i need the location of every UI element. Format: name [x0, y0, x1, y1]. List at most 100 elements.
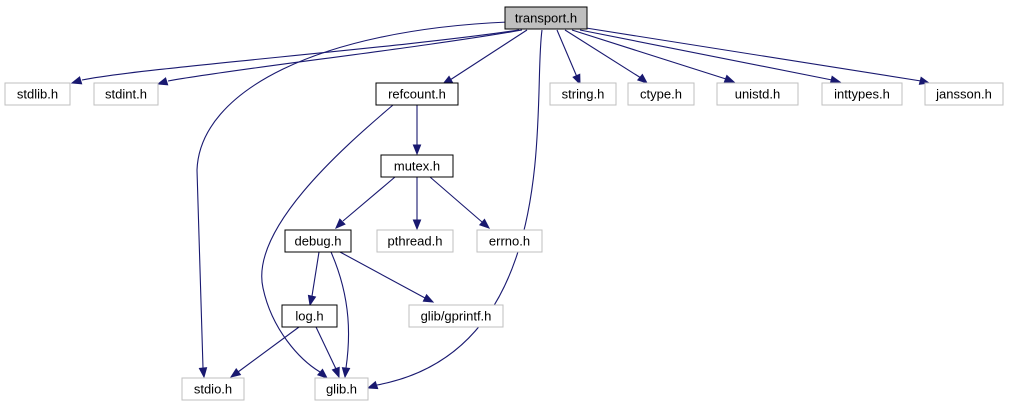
node-label: stdint.h — [105, 87, 147, 102]
node-mutex[interactable]: mutex.h — [380, 154, 454, 178]
node-label: unistd.h — [735, 87, 781, 102]
node-label: glib/gprintf.h — [421, 309, 492, 324]
node-transport[interactable]: transport.h — [504, 6, 588, 30]
node-label: stdlib.h — [17, 87, 58, 102]
edge-line — [81, 29, 520, 81]
node-label: errno.h — [489, 234, 530, 249]
edge-refcount-to-mutex — [412, 105, 422, 156]
node-stdio: stdio.h — [181, 377, 245, 401]
node-label: string.h — [562, 87, 605, 102]
edge-line — [261, 104, 394, 373]
edge-log-to-stdio — [229, 326, 300, 378]
edge-mutex-to-errno — [429, 176, 491, 229]
edge-transport-to-inttypes — [579, 29, 842, 84]
node-box — [821, 82, 903, 106]
edge-transport-to-glib — [366, 29, 543, 390]
arrowhead-icon — [316, 368, 329, 379]
edge-line — [167, 29, 523, 82]
node-label: glib.h — [326, 382, 357, 397]
node-label: debug.h — [295, 234, 342, 249]
arrowhead-icon — [478, 218, 491, 229]
edge-transport-to-unistd — [571, 29, 736, 83]
node-log[interactable]: log.h — [281, 304, 338, 328]
node-box — [504, 6, 588, 30]
edge-line — [311, 251, 320, 297]
node-label: mutex.h — [394, 159, 440, 174]
arrowhead-icon — [723, 74, 736, 83]
arrowhead-icon — [156, 77, 169, 86]
node-stdlib: stdlib.h — [4, 82, 71, 106]
arrowhead-icon — [366, 380, 379, 390]
node-box — [627, 82, 695, 106]
node-stdint: stdint.h — [93, 82, 159, 106]
node-box — [314, 377, 369, 401]
edge-line — [564, 29, 642, 79]
edge-line — [237, 326, 300, 373]
node-inttypes: inttypes.h — [821, 82, 903, 106]
edge-line — [429, 176, 483, 223]
node-box — [380, 154, 454, 178]
arrowhead-icon — [422, 293, 435, 303]
edge-line — [571, 29, 727, 80]
node-label: inttypes.h — [834, 87, 890, 102]
node-unistd: unistd.h — [716, 82, 799, 106]
arrowhead-icon — [412, 219, 422, 231]
arrowhead-icon — [307, 294, 317, 307]
node-label: transport.h — [515, 11, 577, 26]
node-refcount[interactable]: refcount.h — [375, 82, 459, 106]
node-box — [376, 229, 454, 253]
node-box — [281, 304, 338, 328]
node-box — [375, 82, 459, 106]
edge-mutex-to-pthread — [412, 177, 422, 231]
node-box — [284, 229, 352, 253]
edge-debug-to-gprintf — [339, 251, 435, 303]
node-label: log.h — [295, 309, 323, 324]
arrowhead-icon — [331, 366, 340, 379]
edge-line — [342, 176, 396, 222]
edge-transport-to-stdint — [156, 29, 523, 86]
node-label: jansson.h — [935, 87, 992, 102]
node-ctype: ctype.h — [627, 82, 695, 106]
arrowhead-icon — [70, 76, 83, 85]
node-debug[interactable]: debug.h — [284, 229, 352, 253]
node-pthread: pthread.h — [376, 229, 454, 253]
edge-line — [585, 27, 922, 82]
arrowhead-icon — [341, 367, 351, 379]
edges-layer — [70, 21, 931, 390]
node-box — [476, 229, 543, 253]
edge-mutex-to-debug — [335, 176, 396, 229]
arrowhead-icon — [229, 367, 242, 378]
node-errno: errno.h — [476, 229, 543, 253]
edge-line — [449, 29, 528, 81]
arrowhead-icon — [335, 218, 346, 229]
edge-line — [196, 21, 509, 369]
edge-debug-to-log — [307, 251, 320, 307]
edge-log-to-glib — [315, 326, 340, 379]
edge-debug-to-glib — [330, 251, 351, 379]
edge-line — [315, 326, 337, 370]
node-gprintf: glib/gprintf.h — [408, 304, 504, 328]
node-label: ctype.h — [640, 87, 682, 102]
edge-transport-to-string — [556, 29, 581, 86]
edge-transport-to-ctype — [564, 29, 649, 84]
node-box — [4, 82, 71, 106]
node-label: stdio.h — [194, 382, 232, 397]
edge-line — [579, 29, 833, 81]
arrowhead-icon — [198, 367, 208, 379]
node-box — [924, 82, 1004, 106]
edge-line — [330, 251, 350, 369]
arrowhead-icon — [572, 73, 581, 86]
edge-line — [556, 29, 578, 78]
node-jansson: jansson.h — [924, 82, 1004, 106]
node-box — [549, 82, 617, 106]
node-box — [181, 377, 245, 401]
arrowhead-icon — [636, 73, 649, 84]
node-box — [408, 304, 504, 328]
node-box — [93, 82, 159, 106]
edge-refcount-to-glib — [261, 104, 394, 379]
node-string: string.h — [549, 82, 617, 106]
edge-transport-to-stdio — [196, 21, 509, 379]
edge-line — [376, 29, 543, 386]
node-label: refcount.h — [388, 87, 446, 102]
